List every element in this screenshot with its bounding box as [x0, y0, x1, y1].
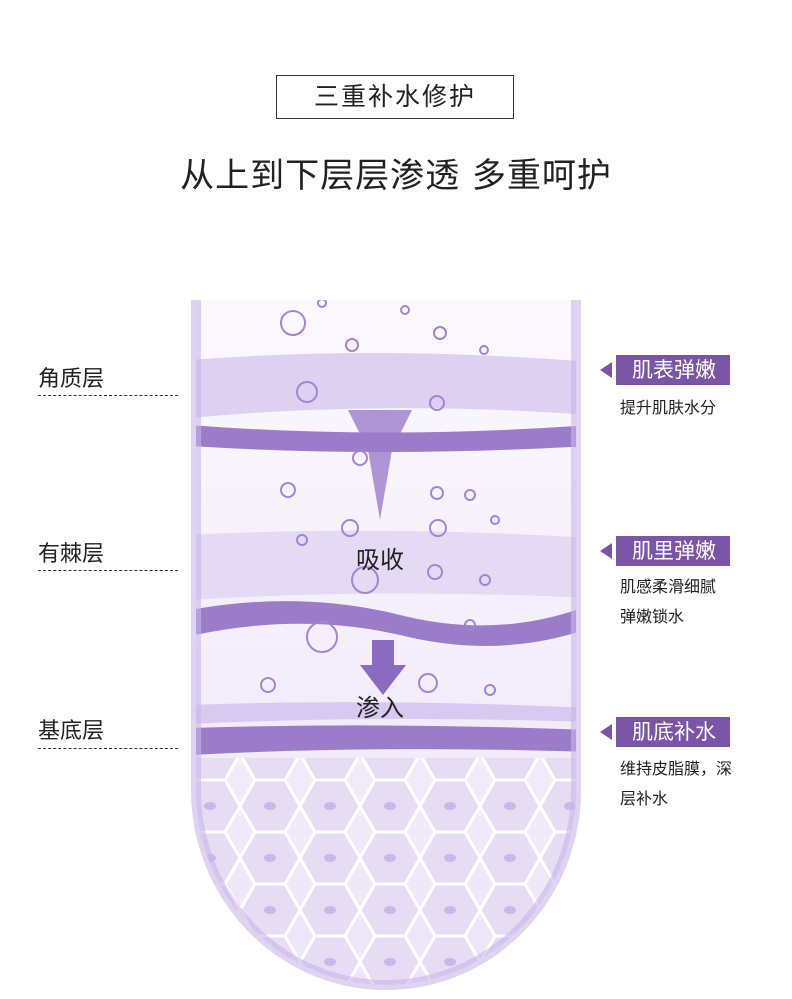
desc-line: 提升肌肤水分 [620, 398, 717, 417]
penetrate-label: 渗入 [356, 694, 404, 722]
stratum-corneum-band [196, 352, 576, 418]
subtitle: 从上到下层层渗透 多重呵护 [180, 156, 612, 196]
desc-line: 肌感柔滑细腻 [620, 577, 717, 596]
divider [38, 395, 178, 396]
layer-label-spinous: 有棘层 [38, 542, 105, 567]
desc-line: 维持皮脂膜，深 [620, 759, 733, 778]
desc-line: 层补水 [620, 789, 669, 808]
desc-inner: 肌感柔滑细腻弹嫩锁水 [620, 572, 716, 632]
desc-line: 弹嫩锁水 [620, 607, 685, 626]
basal-layer-band [196, 702, 576, 724]
triangle-pointer-icon [600, 543, 612, 559]
absorb-arrow [348, 410, 412, 520]
tag-label: 肌里弹嫩 [616, 536, 730, 566]
triangle-pointer-icon [600, 724, 612, 740]
tag-base: 肌底补水 [600, 717, 730, 747]
divider [38, 748, 178, 749]
penetrate-arrow [360, 640, 406, 695]
title-box: 三重补水修护 [276, 75, 514, 119]
layer-label-corneum: 角质层 [38, 367, 105, 392]
desc-surface: 提升肌肤水分 [620, 393, 716, 423]
tube-outline [191, 300, 581, 990]
triangle-pointer-icon [600, 362, 612, 378]
absorb-label: 吸收 [356, 546, 404, 574]
tag-surface: 肌表弹嫩 [600, 355, 730, 385]
divider [38, 570, 178, 571]
tag-inner: 肌里弹嫩 [600, 536, 730, 566]
layer-label-basal: 基底层 [38, 719, 105, 744]
tag-label: 肌底补水 [616, 717, 730, 747]
desc-base: 维持皮脂膜，深层补水 [620, 754, 732, 814]
tag-label: 肌表弹嫩 [616, 355, 730, 385]
